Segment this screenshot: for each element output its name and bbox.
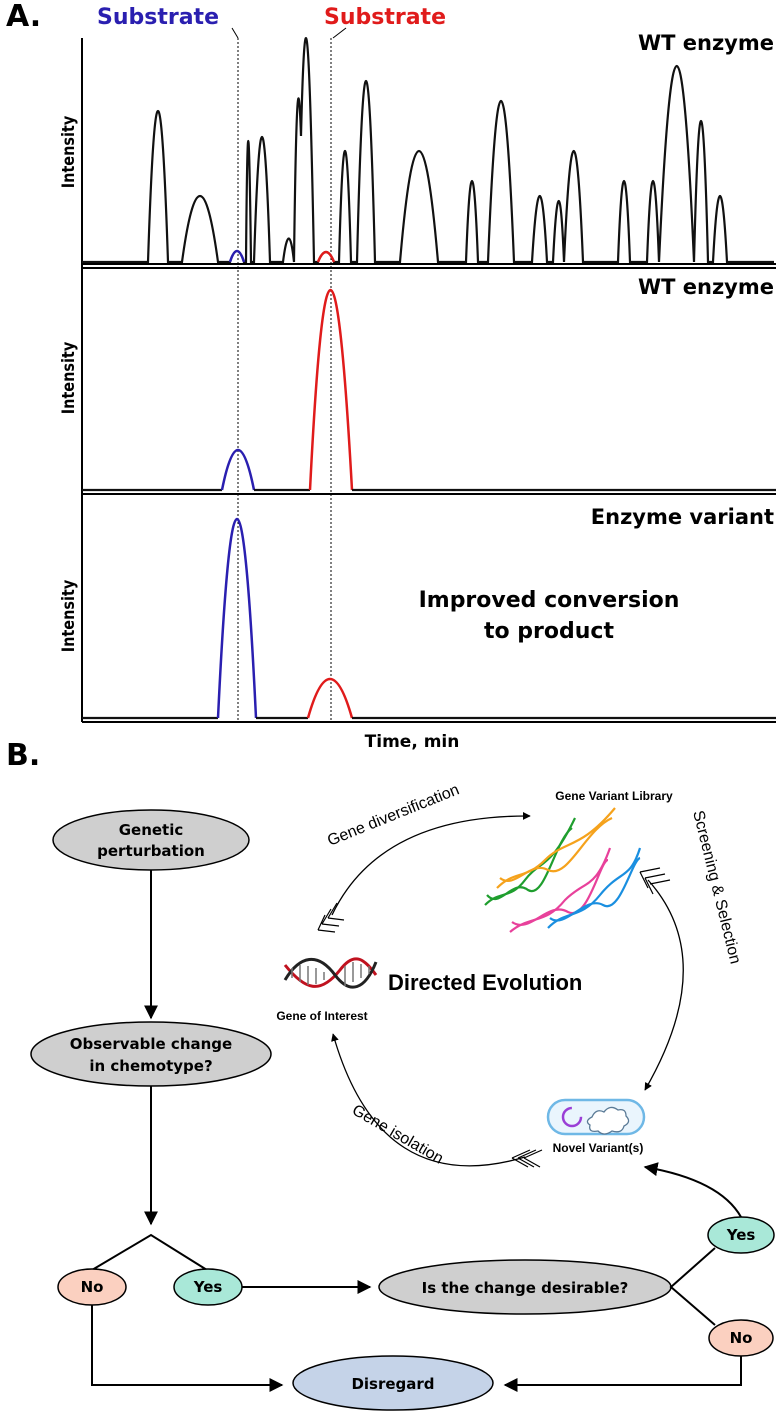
substrate-red-leader [332,27,347,39]
desirable-label: Is the change desirable? [422,1279,629,1297]
substrate-red-label: Substrate [324,5,446,30]
yes2-label: Yes [726,1226,756,1244]
observable-change-node [30,1021,272,1087]
gene-isolation-label: Gene isolation [349,1102,446,1168]
novel-variant-cell-icon [546,1098,646,1136]
dna-helix-icon [283,957,378,989]
disregard-node [292,1355,494,1411]
genetic-perturbation-line1: Genetic [119,821,184,839]
panel-b-letter: B. [6,738,40,773]
directed-evolution-title: Directed Evolution [388,970,582,995]
fletching-isolation [511,1149,543,1168]
substrate-blue-label: Substrate [97,5,219,30]
screening-selection-label: Screening & Selection [689,809,744,966]
plot3-ylabel: Intensity [58,580,78,653]
substrate-blue-leader [231,27,239,39]
branch-desirable [669,1247,716,1326]
genetic-perturbation-node [52,809,250,871]
plot3-substrate-red-peak [306,677,354,719]
plot2-substrate-blue-peak [220,449,256,491]
disregard-label: Disregard [351,1375,434,1393]
panel-a-letter: A. [6,0,41,34]
gene-variant-library-label: Gene Variant Library [555,789,673,803]
plot2-substrate-red-peak [308,288,354,491]
branch-no-yes [91,1233,208,1271]
x-axis-label: Time, min [365,732,460,752]
observable-change-line2: in chemotype? [89,1057,212,1075]
plot1-ylabel: Intensity [58,116,78,189]
yes-label: Yes [193,1278,223,1296]
fletching-diversification [317,902,345,933]
plot3-substrate-blue-peak [216,517,258,719]
novel-variants-label: Novel Variant(s) [553,1141,644,1155]
plot2-title: WT enzyme [638,275,774,299]
observable-change-line1: Observable change [70,1035,232,1053]
no-label: No [81,1278,104,1296]
gene-diversification-label: Gene diversification [325,781,462,849]
plot3-note-line2: to product [484,619,614,644]
plot2-ylabel: Intensity [58,342,78,415]
arc-gene-diversification [331,812,531,916]
plot1-trace [82,37,774,264]
plot1-title: WT enzyme [638,31,774,55]
arrow-no2-to-disregard [503,1356,742,1392]
arrow-yes2-to-novel [643,1162,742,1218]
no2-label: No [730,1329,753,1347]
gene-of-interest-label: Gene of Interest [276,1009,367,1023]
arc-gene-isolation [331,1033,526,1167]
plot3-note-line1: Improved conversion [419,588,680,613]
fletching-screening [639,867,671,895]
dna-library-icon [484,807,642,933]
plot1-substrate-blue-peak [228,249,246,263]
plot3-title: Enzyme variant [591,505,774,529]
genetic-perturbation-line2: perturbation [97,842,205,860]
plot1-substrate-red-peak [316,250,336,263]
arrow-no-to-disregard [91,1305,284,1392]
arc-screening-selection [644,879,684,1091]
